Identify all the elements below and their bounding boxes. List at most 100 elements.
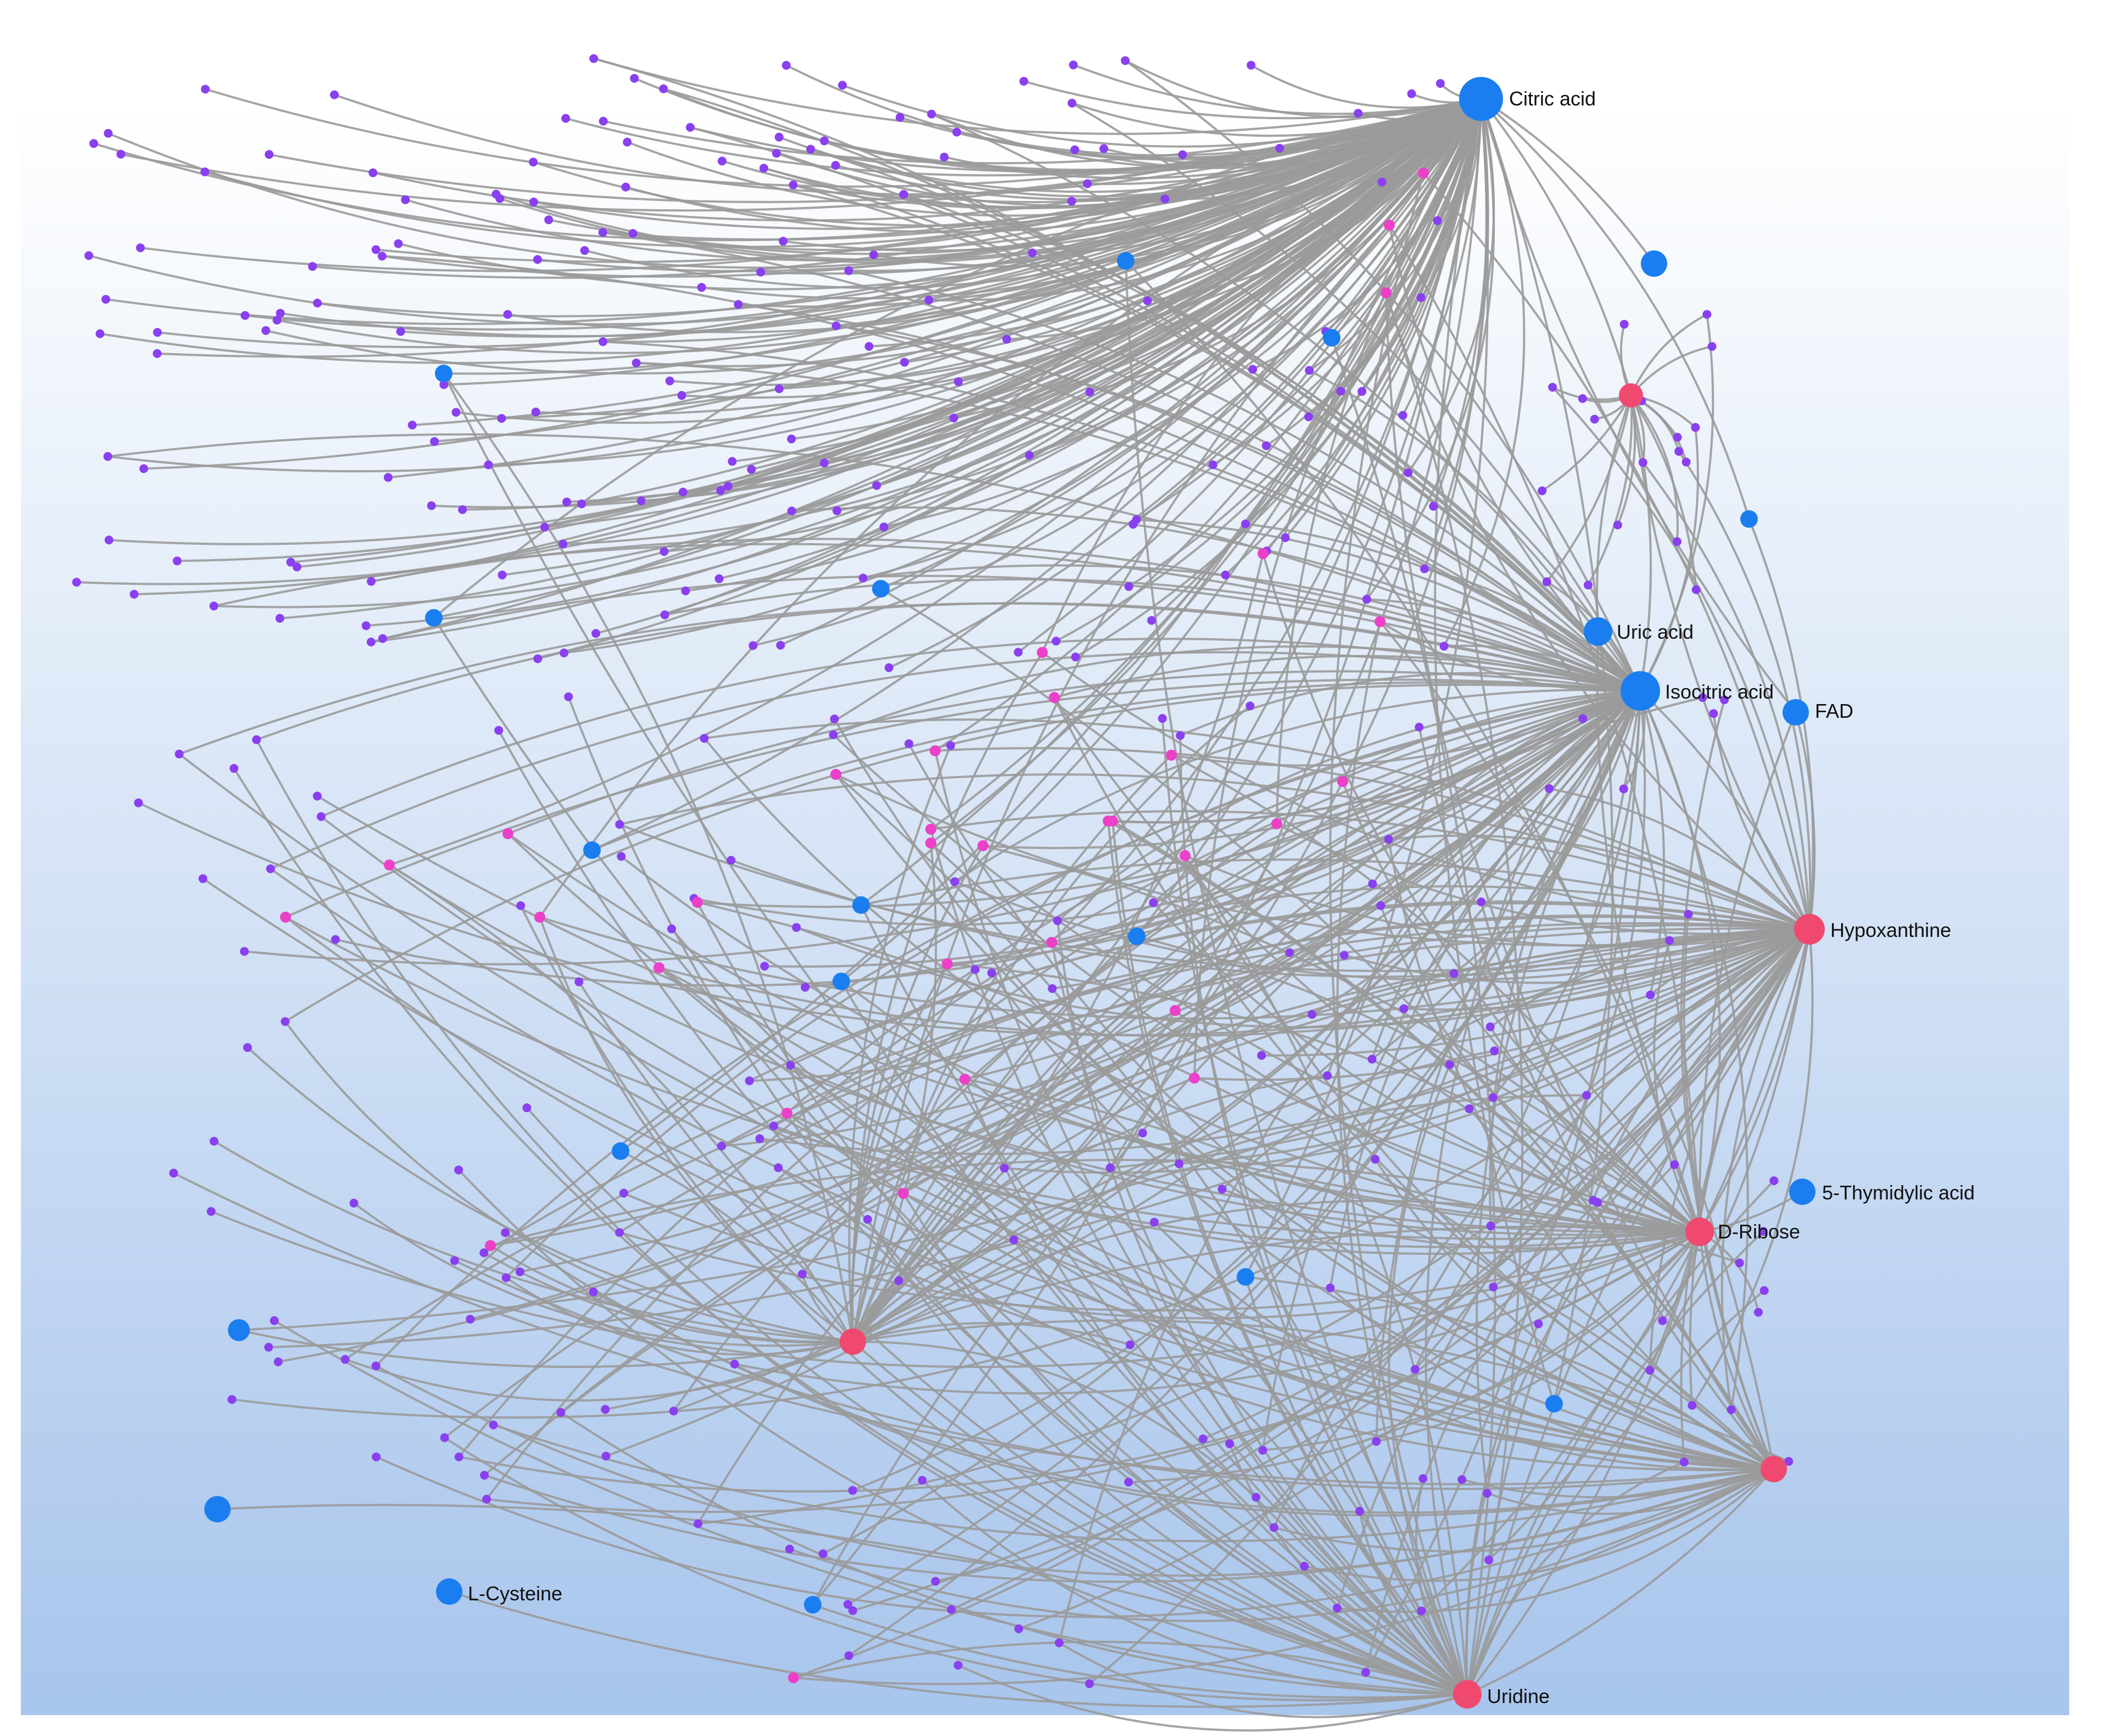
- network-edge: [897, 690, 1641, 1282]
- network-edge: [1161, 718, 1468, 1695]
- leaf-node: [292, 562, 301, 572]
- leaf-node: [734, 300, 743, 309]
- label-uric-acid: Uric acid: [1617, 621, 1694, 643]
- network-edge: [703, 738, 1700, 1233]
- metabolite-node: [1128, 928, 1146, 945]
- network-edge: [934, 98, 1482, 752]
- linked-node: [692, 897, 703, 908]
- leaf-node: [241, 311, 250, 320]
- leaf-node: [1735, 1258, 1744, 1268]
- network-edge: [270, 651, 1641, 870]
- linked-node: [534, 912, 545, 923]
- network-edge: [204, 98, 1482, 248]
- leaf-node: [678, 488, 688, 497]
- leaf-node: [313, 298, 322, 308]
- leaf-node: [1357, 387, 1367, 396]
- edge-layer: [76, 57, 1816, 1732]
- network-edge: [109, 98, 1482, 545]
- leaf-node: [136, 243, 145, 253]
- network-edge: [1032, 98, 1482, 254]
- network-edge: [1385, 292, 1811, 930]
- network-edge: [1699, 1231, 1775, 1470]
- network-edge: [880, 98, 1482, 590]
- metabolite-node: [1323, 329, 1340, 347]
- leaf-node: [372, 1452, 381, 1461]
- network-edge: [382, 98, 1482, 640]
- leaf-node: [270, 1316, 279, 1325]
- network-edge: [1124, 59, 1641, 691]
- network-edge: [696, 902, 1468, 1695]
- network-edge: [433, 98, 1482, 619]
- network-edge: [178, 753, 1774, 1470]
- network-edge: [433, 98, 1482, 619]
- leaf-node: [454, 1165, 463, 1175]
- leaf-node: [451, 408, 461, 417]
- network-edge: [1488, 929, 1811, 1561]
- leaf-node: [636, 496, 646, 505]
- leaf-node: [103, 452, 113, 461]
- linked-node: [925, 824, 936, 835]
- network-edge: [539, 916, 1810, 1020]
- leaf-node: [685, 122, 695, 132]
- leaf-node: [1435, 79, 1445, 88]
- leaf-node: [787, 506, 796, 516]
- linked-node: [977, 840, 988, 851]
- leaf-node: [659, 84, 668, 93]
- label-hypoxanthine: Hypoxanthine: [1830, 919, 1951, 941]
- network-edge: [789, 1468, 1774, 1622]
- network-edge: [620, 1150, 854, 1343]
- leaf-node: [1485, 1022, 1495, 1031]
- leaf-node: [1158, 714, 1167, 723]
- leaf-node: [458, 505, 467, 514]
- network-edge: [1304, 1468, 1775, 1582]
- leaf-node: [615, 820, 624, 829]
- network-edge: [835, 773, 1468, 1695]
- leaf-node: [482, 1494, 491, 1504]
- leaf-node: [1645, 1366, 1655, 1375]
- network-edge: [793, 928, 1811, 1679]
- network-edge: [238, 1329, 853, 1368]
- leaf-node: [153, 328, 162, 337]
- leaf-node: [556, 1408, 566, 1417]
- network-edge: [902, 928, 1810, 1194]
- leaf-node: [134, 798, 143, 807]
- leaf-node: [1672, 537, 1681, 546]
- network-edge: [1691, 929, 1814, 1406]
- linked-node: [1037, 647, 1048, 658]
- network-edge: [1153, 1221, 1774, 1471]
- network-edge: [835, 773, 1774, 1470]
- leaf-node: [1099, 144, 1109, 153]
- leaf-node: [1002, 334, 1012, 344]
- network-edge: [233, 768, 1468, 1695]
- leaf-node: [1477, 897, 1486, 907]
- network-edge: [786, 1112, 1774, 1470]
- leaf-node: [1658, 1316, 1667, 1325]
- leaf-node: [1673, 433, 1682, 442]
- network-edge: [507, 670, 1641, 835]
- leaf-node: [1085, 387, 1094, 397]
- leaf-node: [1465, 1104, 1474, 1113]
- network-edge: [344, 927, 1810, 1360]
- leaf-node: [366, 577, 376, 586]
- network-edge: [1193, 98, 1482, 1079]
- linked-node: [1046, 937, 1057, 948]
- leaf-node: [252, 735, 261, 744]
- network-edge: [602, 231, 1641, 692]
- leaf-node: [1545, 784, 1554, 793]
- network-edge: [458, 690, 1641, 1458]
- leaf-node: [440, 1433, 449, 1442]
- leaf-node: [884, 663, 893, 672]
- leaf-node: [1105, 1163, 1115, 1173]
- network-edge: [852, 842, 937, 1342]
- network-edge: [1630, 395, 1811, 930]
- leaf-node: [366, 637, 376, 646]
- leaf-node: [1261, 441, 1271, 450]
- network-edge: [490, 1159, 1700, 1247]
- leaf-node: [940, 153, 949, 162]
- leaf-node: [1367, 1054, 1377, 1064]
- node-isocitric-acid: [1621, 671, 1660, 711]
- network-edge: [1336, 621, 1468, 1695]
- network-edge: [835, 773, 1810, 947]
- leaf-node: [1578, 394, 1587, 403]
- leaf-node: [450, 1256, 459, 1265]
